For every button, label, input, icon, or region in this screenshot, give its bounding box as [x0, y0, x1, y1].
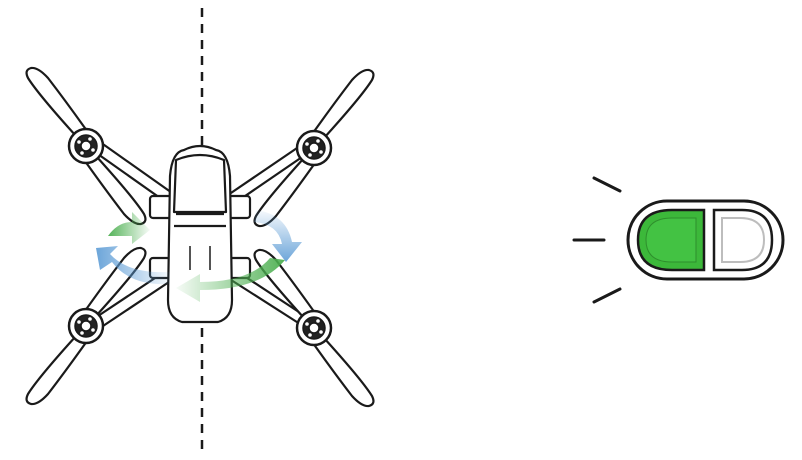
blue-arrow-left: [96, 246, 170, 285]
glow-line-top: [592, 176, 622, 193]
blue-arrow-right: [254, 210, 302, 262]
motor-hub-rear-left: [67, 307, 105, 345]
status-led-indicator: [572, 176, 785, 304]
green-arrow-lower: [176, 258, 285, 302]
drone-arms: [80, 128, 320, 342]
drone-body: [148, 144, 252, 324]
glow-line-bottom: [592, 287, 622, 304]
rotation-arrows: [96, 210, 302, 302]
motor-hub-rear-right: [295, 309, 333, 347]
motor-hub-front-left: [67, 127, 105, 165]
motor-hub-front-right: [295, 129, 333, 167]
green-arrow-upper: [108, 212, 150, 244]
